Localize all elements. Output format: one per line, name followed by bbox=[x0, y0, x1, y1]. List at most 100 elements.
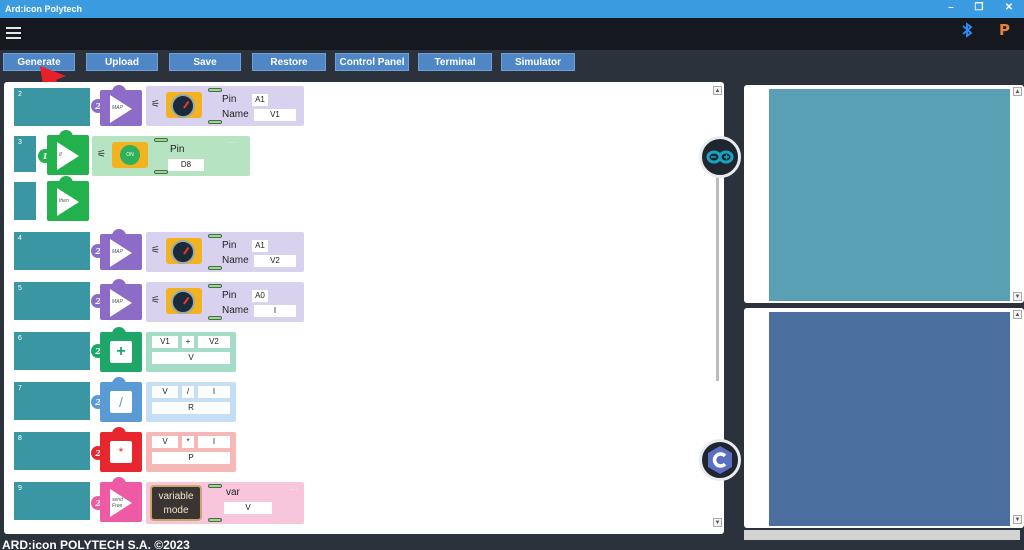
analog-sensor-block[interactable]: ⚟ Pin A1 Name V2 bbox=[146, 232, 304, 272]
name-label: Name bbox=[222, 305, 249, 316]
arduino-code-area[interactable] bbox=[769, 89, 1010, 301]
arduino-icon[interactable] bbox=[699, 136, 741, 178]
divide-block[interactable]: / bbox=[100, 377, 142, 422]
send-free-block[interactable]: send Free bbox=[100, 477, 142, 522]
app-header: P bbox=[0, 18, 1024, 50]
control-panel-button[interactable]: Control Panel bbox=[335, 53, 409, 71]
result-variable[interactable]: V bbox=[152, 352, 230, 364]
c-code-panel[interactable]: ▲ ▼ bbox=[744, 308, 1024, 528]
multiply-block[interactable]: * bbox=[100, 427, 142, 472]
pin-value[interactable]: A1 bbox=[252, 240, 268, 252]
hamburger-icon[interactable] bbox=[6, 27, 21, 39]
digital-sensor-block[interactable]: ⚟ ON Pin D8 ··· bbox=[92, 136, 250, 176]
arduino-panel-scrollbar[interactable]: ▲ ▼ bbox=[1013, 87, 1023, 301]
analog-sensor-block[interactable]: ⚟ Pin A0 Name I bbox=[146, 282, 304, 322]
more-menu-icon[interactable]: ··· bbox=[290, 485, 298, 494]
plug-icon: ⚟ bbox=[151, 295, 160, 306]
name-value[interactable]: I bbox=[254, 305, 296, 317]
row-label[interactable]: 5 bbox=[14, 282, 90, 320]
gauge-icon bbox=[166, 238, 202, 264]
name-value[interactable]: V2 bbox=[254, 255, 296, 267]
name-label: Name bbox=[222, 255, 249, 266]
horizontal-scrollbar[interactable] bbox=[744, 530, 1020, 540]
plug-icon: ⚟ bbox=[151, 245, 160, 256]
pin-value[interactable]: A0 bbox=[252, 290, 268, 302]
c-language-icon[interactable] bbox=[699, 439, 741, 481]
footer-copyright: ARD:icon POLYTECH S.A. ©2023 bbox=[2, 538, 190, 550]
operand-a[interactable]: V bbox=[152, 386, 178, 398]
row-label[interactable]: 9 bbox=[14, 482, 90, 520]
maximize-button[interactable]: ❐ bbox=[974, 2, 984, 13]
operand-a[interactable]: V1 bbox=[152, 336, 178, 348]
multiplication-expression[interactable]: V * I P bbox=[146, 432, 236, 472]
row-label[interactable]: 6 bbox=[14, 332, 90, 370]
plug-icon: ⚟ bbox=[97, 149, 106, 160]
operand-b[interactable]: I bbox=[198, 386, 230, 398]
var-label: var bbox=[226, 487, 240, 498]
name-value[interactable]: V1 bbox=[254, 109, 296, 121]
if-block[interactable]: If bbox=[47, 130, 89, 175]
gauge-icon bbox=[166, 92, 202, 118]
toolbar: Generate Upload Save Restore Control Pan… bbox=[0, 50, 1024, 84]
close-button[interactable]: ✕ bbox=[1004, 2, 1014, 13]
pin-label: Pin bbox=[222, 290, 237, 301]
terminal-button[interactable]: Terminal bbox=[418, 53, 492, 71]
title-bar: Ard:icon Polytech – ❐ ✕ bbox=[0, 0, 1024, 18]
map-block[interactable]: MAP bbox=[100, 279, 142, 320]
analog-sensor-block[interactable]: ⚟ Pin A1 Name V1 bbox=[146, 86, 304, 126]
map-block[interactable]: MAP bbox=[100, 229, 142, 270]
variable-block[interactable]: variable mode var V ··· bbox=[146, 482, 304, 524]
result-variable[interactable]: R bbox=[152, 402, 230, 414]
operator: * bbox=[182, 436, 194, 448]
name-label: Name bbox=[222, 109, 249, 120]
map-block[interactable]: MAP bbox=[100, 85, 142, 126]
scroll-down-arrow-icon[interactable]: ▼ bbox=[1013, 292, 1022, 301]
operand-a[interactable]: V bbox=[152, 436, 178, 448]
window-title: Ard:icon Polytech bbox=[5, 4, 83, 14]
scroll-thumb[interactable] bbox=[716, 176, 719, 381]
operand-b[interactable]: V2 bbox=[198, 336, 230, 348]
scroll-up-arrow-icon[interactable]: ▲ bbox=[713, 86, 722, 95]
workspace-scrollbar[interactable]: ▲ ▼ bbox=[712, 86, 722, 528]
arduino-code-panel[interactable]: ▲ ▼ bbox=[744, 85, 1024, 303]
save-button[interactable]: Save bbox=[169, 53, 241, 71]
brand-logo: P bbox=[999, 21, 1010, 39]
pin-label: Pin bbox=[170, 144, 185, 155]
more-menu-icon[interactable]: ··· bbox=[228, 138, 236, 147]
restore-button[interactable]: Restore bbox=[252, 53, 326, 71]
then-block[interactable]: then bbox=[47, 176, 89, 221]
gauge-icon bbox=[166, 288, 202, 314]
pin-value[interactable]: A1 bbox=[252, 94, 268, 106]
var-value[interactable]: V bbox=[224, 502, 272, 514]
row-label[interactable]: 8 bbox=[14, 432, 90, 470]
scroll-down-arrow-icon[interactable]: ▼ bbox=[713, 518, 722, 527]
addition-expression[interactable]: V1 + V2 V bbox=[146, 332, 236, 372]
bluetooth-icon[interactable] bbox=[960, 22, 974, 38]
row-label[interactable] bbox=[14, 182, 36, 220]
row-label[interactable]: 4 bbox=[14, 232, 90, 270]
scroll-up-arrow-icon[interactable]: ▲ bbox=[1013, 87, 1022, 96]
c-code-area[interactable] bbox=[769, 312, 1010, 526]
pin-label: Pin bbox=[222, 94, 237, 105]
c-panel-scrollbar[interactable]: ▲ ▼ bbox=[1013, 310, 1023, 524]
pin-value[interactable]: D8 bbox=[168, 159, 204, 171]
row-label[interactable]: 7 bbox=[14, 382, 90, 420]
add-block[interactable]: + bbox=[100, 327, 142, 372]
minimize-button[interactable]: – bbox=[948, 2, 954, 13]
scroll-up-arrow-icon[interactable]: ▲ bbox=[1013, 310, 1022, 319]
operator: / bbox=[182, 386, 194, 398]
upload-button[interactable]: Upload bbox=[86, 53, 158, 71]
result-variable[interactable]: P bbox=[152, 452, 230, 464]
row-label[interactable]: 3 bbox=[14, 136, 36, 172]
scroll-down-arrow-icon[interactable]: ▼ bbox=[1013, 515, 1022, 524]
plug-icon: ⚟ bbox=[151, 99, 160, 110]
simulator-button[interactable]: Simulator bbox=[501, 53, 575, 71]
row-label[interactable]: 2 bbox=[14, 88, 90, 126]
operand-b[interactable]: I bbox=[198, 436, 230, 448]
variable-mode-chip[interactable]: variable mode bbox=[150, 485, 202, 521]
button-module-icon: ON bbox=[112, 142, 148, 168]
operator: + bbox=[182, 336, 194, 348]
division-expression[interactable]: V / I R bbox=[146, 382, 236, 422]
block-workspace[interactable]: 2 2 MAP ⚟ Pin A1 Name V1 3 1 If ⚟ ON Pin… bbox=[4, 82, 724, 534]
generate-button[interactable]: Generate bbox=[3, 53, 75, 71]
